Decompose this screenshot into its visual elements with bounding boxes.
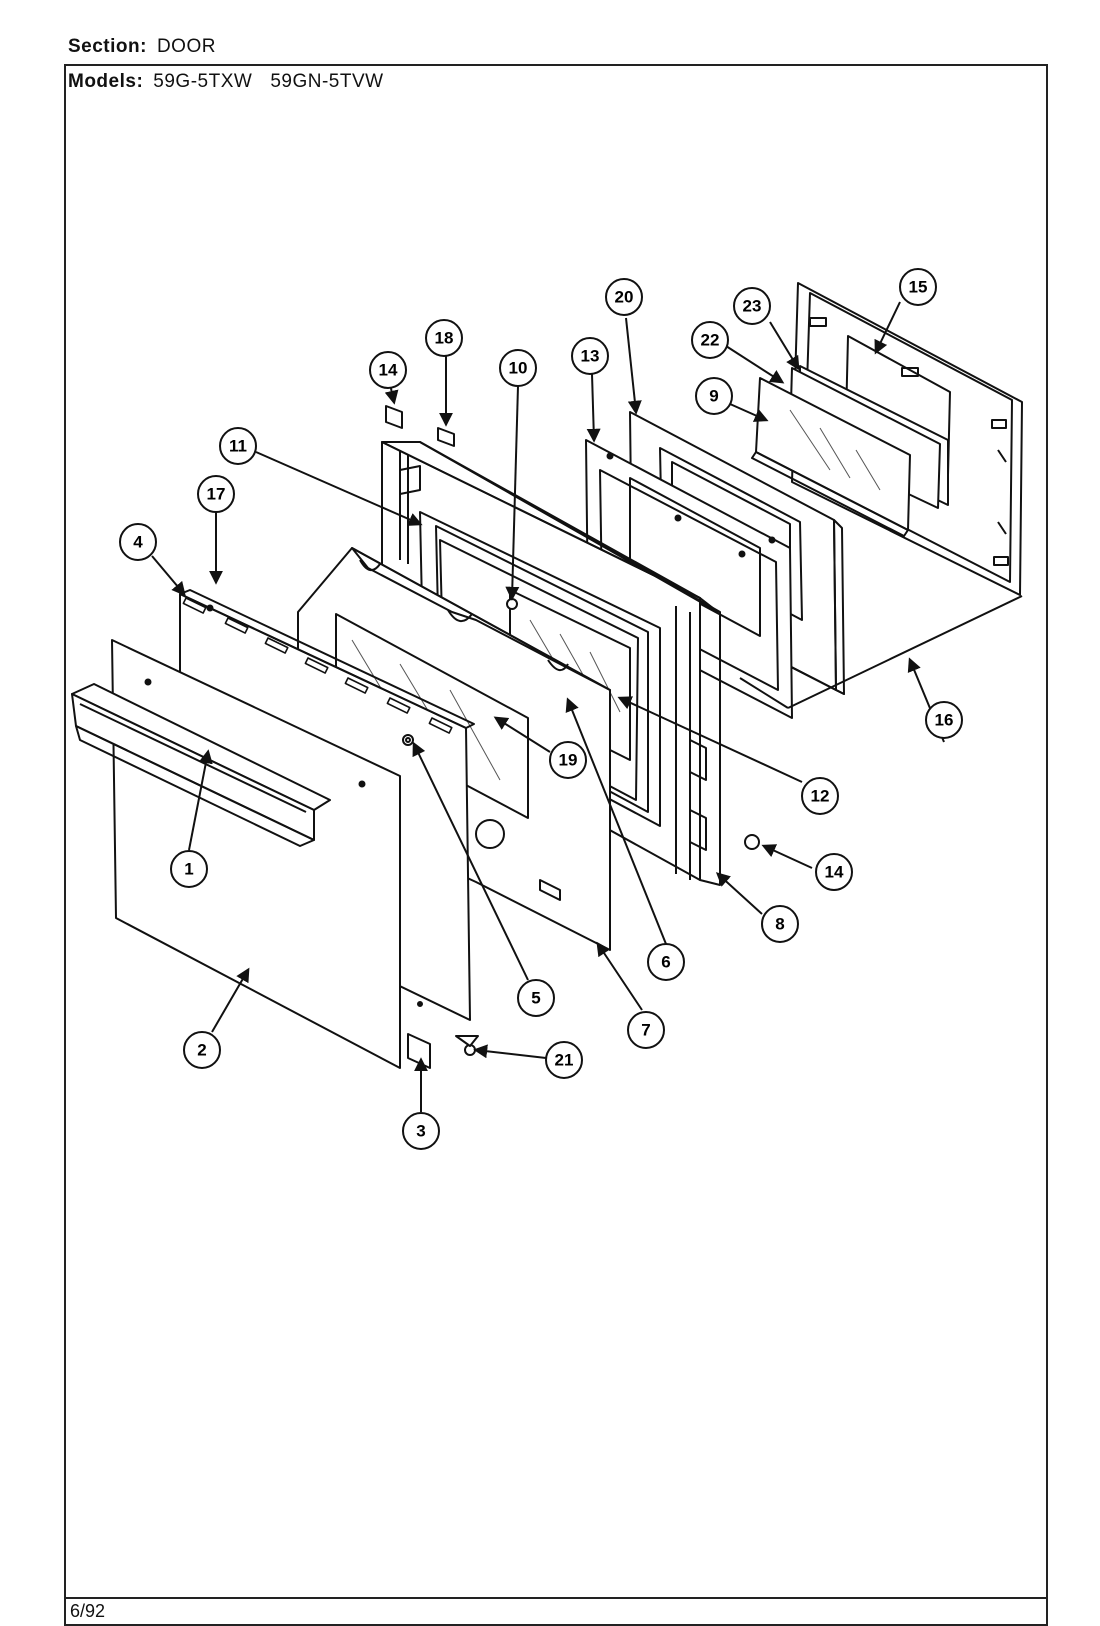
callout-number: 5 (531, 989, 540, 1008)
callout-22: 22 (691, 321, 729, 359)
callout-23: 23 (733, 287, 771, 325)
callout-number: 14 (379, 361, 398, 380)
callout-number: 11 (229, 437, 247, 456)
callout-14: 14 (369, 351, 407, 389)
callout-21: 21 (545, 1041, 583, 1079)
bracket-line-16 (787, 595, 1023, 709)
part-hinge-bracket (407, 1033, 431, 1069)
callout-1: 1 (170, 850, 208, 888)
section-header: Section: DOOR (68, 36, 216, 58)
callout-number: 23 (743, 297, 762, 316)
callout-14: 14 (815, 853, 853, 891)
callout-number: 16 (935, 711, 954, 730)
callout-3: 3 (402, 1112, 440, 1150)
callout-6: 6 (647, 943, 685, 981)
callout-18: 18 (425, 319, 463, 357)
callout-number: 15 (909, 278, 928, 297)
callout-12: 12 (801, 777, 839, 815)
callout-9: 9 (695, 377, 733, 415)
callouts: 1 2 3 4 5 6 7 8 9 10 11 12 13 14 14 15 1… (119, 268, 963, 1150)
callout-16: 16 (925, 701, 963, 739)
callout-number: 2 (197, 1041, 206, 1060)
callout-number: 9 (709, 387, 718, 406)
part-hardware (385, 405, 760, 1056)
section-label: Section: (68, 36, 147, 57)
callout-number: 10 (509, 359, 528, 378)
models-header: Models: 59G-5TXW 59GN-5TVW (68, 71, 384, 93)
callout-4: 4 (119, 523, 157, 561)
callout-17: 17 (197, 475, 235, 513)
callout-10: 10 (499, 349, 537, 387)
callout-11: 11 (219, 427, 257, 465)
callout-number: 20 (615, 288, 634, 307)
callout-2: 2 (183, 1031, 221, 1069)
callout-number: 1 (184, 860, 193, 879)
callout-7: 7 (627, 1011, 665, 1049)
leader-lines (151, 301, 945, 1112)
exploded-door-diagram: 1 2 3 4 5 6 7 8 9 10 11 12 13 14 14 15 1… (71, 268, 1023, 1150)
bracket-line-16 (739, 677, 789, 709)
callout-number: 12 (811, 787, 830, 806)
part-inner-glass (751, 377, 911, 537)
callout-5: 5 (517, 979, 555, 1017)
callout-8: 8 (761, 905, 799, 943)
footer-divider (64, 1597, 1048, 1599)
model-number: 59GN-5TVW (270, 71, 384, 92)
models-label: Models: (68, 71, 144, 92)
callout-number: 7 (641, 1021, 650, 1040)
callout-13: 13 (571, 337, 609, 375)
callout-number: 18 (435, 329, 454, 348)
callout-number: 21 (555, 1051, 574, 1070)
callout-number: 17 (207, 485, 226, 504)
callout-number: 14 (825, 863, 844, 882)
revision-date: 6/92 (70, 1601, 106, 1621)
callout-number: 22 (701, 331, 720, 350)
callout-number: 4 (133, 533, 143, 552)
callout-number: 13 (581, 347, 600, 366)
section-value: DOOR (156, 36, 216, 57)
callout-number: 6 (661, 953, 670, 972)
callout-19: 19 (549, 741, 587, 779)
callout-number: 19 (559, 751, 578, 770)
part-handle (71, 683, 331, 847)
model-number: 59G-5TXW (153, 71, 253, 92)
callout-number: 3 (416, 1122, 425, 1141)
callout-20: 20 (605, 278, 643, 316)
callout-15: 15 (899, 268, 937, 306)
callout-number: 8 (775, 915, 784, 934)
